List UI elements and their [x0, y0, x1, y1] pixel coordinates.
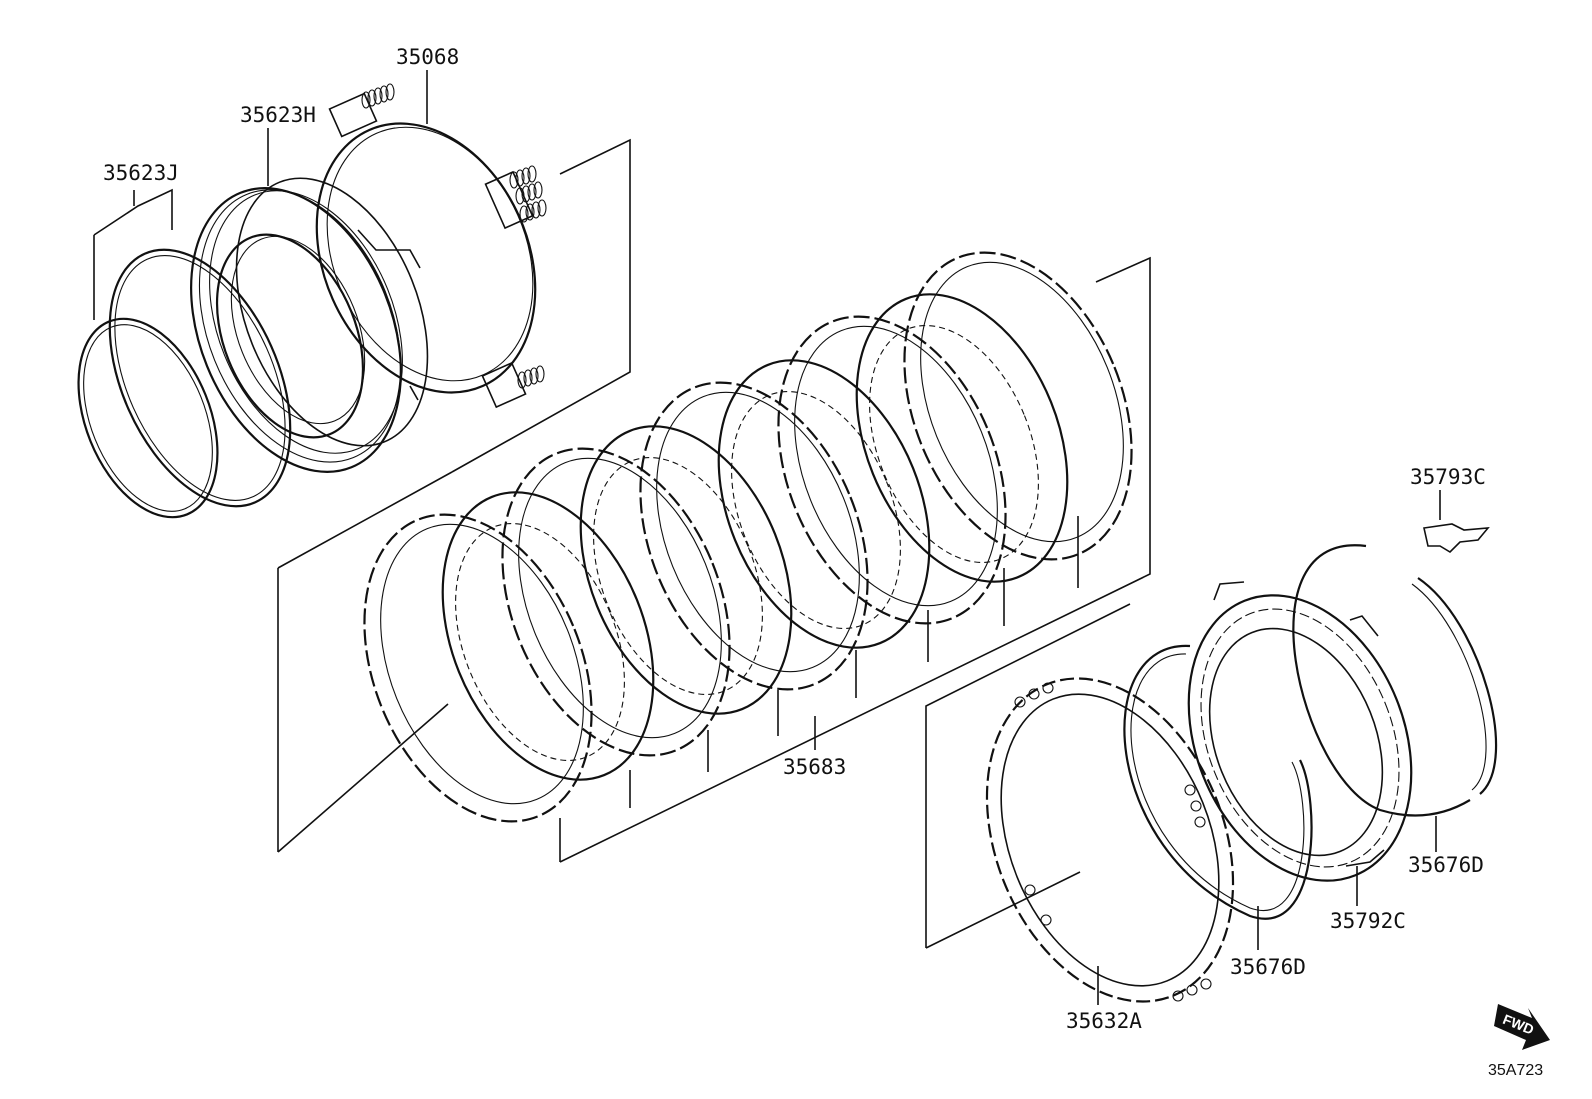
label-35623J[interactable]: 35623J	[103, 161, 179, 185]
clutch-hub-35632A[interactable]	[941, 642, 1278, 1039]
friction-disc-4	[855, 293, 1069, 583]
return-spring-35068[interactable]	[276, 83, 576, 427]
frame-piston-group	[277, 138, 631, 853]
o-ring-35623J-rear[interactable]	[73, 222, 326, 534]
label-35792C[interactable]: 35792C	[1330, 909, 1406, 933]
clutch-plate-1	[363, 513, 593, 823]
clutch-plate-2	[501, 447, 731, 757]
frame-lower-group	[925, 603, 1131, 949]
friction-disc-3	[717, 359, 931, 649]
coil-springs	[361, 83, 547, 389]
clutch-plate-4	[777, 315, 1007, 625]
label-35632A[interactable]: 35632A	[1066, 1009, 1142, 1033]
clutch-plate-5	[903, 251, 1133, 561]
snap-ring-35676D-right[interactable]	[1292, 544, 1498, 817]
label-35623H[interactable]: 35623H	[240, 103, 316, 127]
friction-disc-1	[441, 491, 655, 781]
label-35676D-right[interactable]: 35676D	[1408, 853, 1484, 877]
label-35676D-lower[interactable]: 35676D	[1230, 955, 1306, 979]
brake-piston-35792C[interactable]	[1148, 562, 1452, 914]
diagram-code: 35A723	[1488, 1062, 1543, 1079]
snap-ring-35676D-lower[interactable]	[1123, 644, 1313, 920]
label-35068[interactable]: 35068	[396, 45, 459, 69]
piston-35623H[interactable]	[152, 150, 465, 503]
clutch-pack-35683[interactable]	[322, 219, 1175, 856]
label-35683[interactable]: 35683	[783, 755, 846, 779]
frame-clutch-pack	[559, 256, 1151, 863]
clutch-plate-3	[639, 381, 869, 691]
leader-lines	[93, 70, 1441, 1005]
leader-35623J-bracket	[93, 188, 173, 236]
label-35793C[interactable]: 35793C	[1410, 465, 1486, 489]
hub-holes	[1014, 682, 1212, 1002]
clip-35793C[interactable]	[1423, 523, 1490, 554]
fwd-arrow: FWD	[1494, 1004, 1550, 1050]
friction-disc-2	[579, 425, 793, 715]
